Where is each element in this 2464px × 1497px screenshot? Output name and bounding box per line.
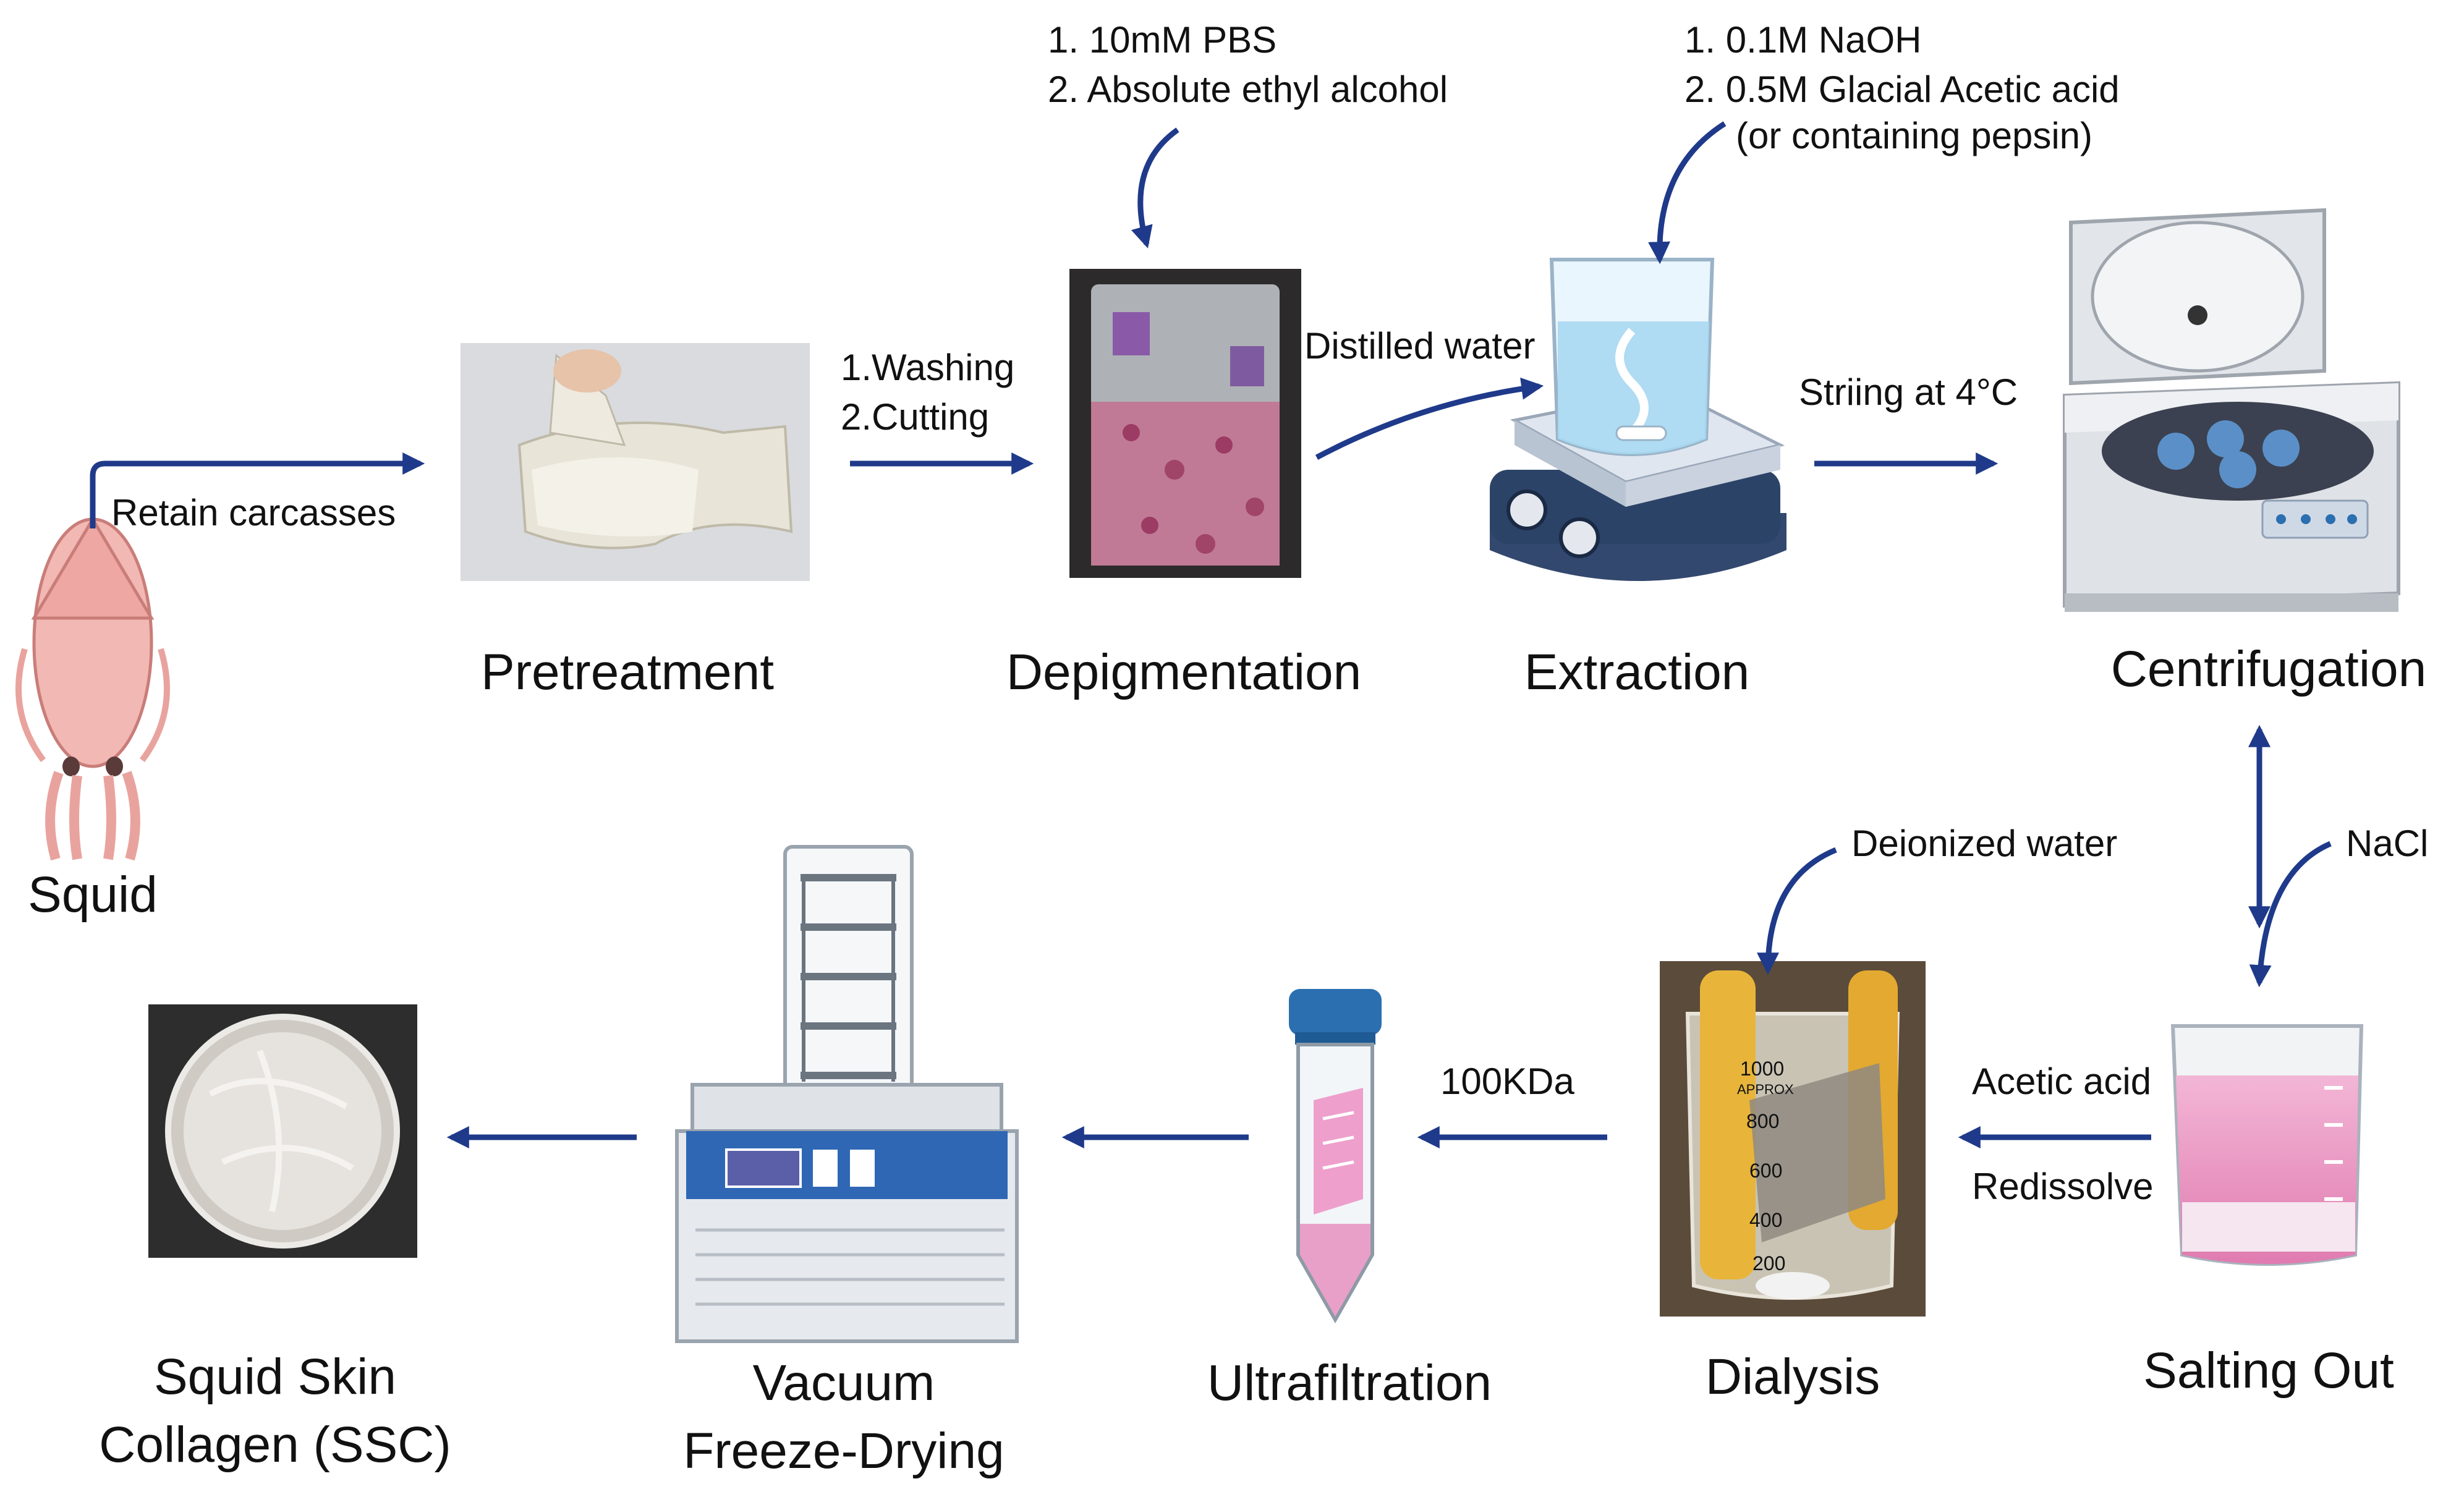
- extract-reagent-3: (or containing pepsin): [1736, 115, 2092, 156]
- cutting-label: 2.Cutting: [841, 396, 989, 438]
- salting-out-label: Salting Out: [2143, 1342, 2394, 1399]
- beaker-mark-200: 200: [1752, 1252, 1785, 1274]
- dialysis-label: Dialysis: [1706, 1349, 1880, 1405]
- squid-skin-photo: [461, 343, 810, 581]
- arrow-extract-reagent: [1648, 121, 1727, 265]
- centrifuge: [2063, 208, 2400, 612]
- kda-label: 100KDa: [1440, 1061, 1574, 1102]
- washing-label: 1.Washing: [841, 347, 1014, 388]
- arrow-nacl: [2249, 841, 2332, 988]
- ultrafiltration-label: Ultrafiltration: [1207, 1355, 1492, 1411]
- freeze-drying-label-2: Freeze-Drying: [683, 1423, 1004, 1479]
- ssc-label-2: Collagen (SSC): [99, 1417, 451, 1473]
- arrow-deionized: [1757, 847, 1837, 975]
- redissolve-label: Redissolve: [1972, 1166, 2153, 1207]
- ssc-label-1: Squid Skin: [154, 1349, 396, 1405]
- arrow-retain: [90, 452, 425, 528]
- stirrer-beaker: [1490, 258, 1786, 581]
- beaker-photo: [1069, 269, 1301, 578]
- petri-dish-photo: [148, 1004, 417, 1258]
- beaker-mark-approx: APPROX: [1737, 1082, 1794, 1097]
- squid-illustration: [15, 516, 170, 861]
- pretreatment-label: Pretreatment: [481, 644, 774, 700]
- acetic-acid-label: Acetic acid: [1972, 1061, 2151, 1102]
- deionized-water-label: Deionized water: [1851, 823, 2117, 864]
- centrifugation-label: Centrifugation: [2111, 641, 2427, 697]
- beaker-mark-600: 600: [1749, 1160, 1782, 1182]
- depig-reagent-1: 1. 10mM PBS: [1048, 19, 1277, 61]
- freeze-drying-label-1: Vacuum: [753, 1355, 935, 1411]
- retain-carcasses-label: Retain carcasses: [111, 492, 396, 533]
- extract-reagent-1: 1. 0.1M NaOH: [1684, 19, 1921, 61]
- arrow-distilled: [1315, 377, 1544, 460]
- freeze-dryer: [675, 845, 1019, 1343]
- centrifuge-tube: [1289, 989, 1382, 1324]
- dialysis-photo: 1000 APPROX 800 600 400 200: [1660, 961, 1926, 1317]
- squid-label: Squid: [28, 867, 158, 923]
- beaker-mark-1000: 1000: [1740, 1058, 1784, 1080]
- depig-reagent-2: 2. Absolute ethyl alcohol: [1048, 69, 1448, 110]
- arrow-depig-reagent: [1131, 127, 1179, 248]
- beaker-mark-400: 400: [1749, 1209, 1782, 1231]
- extraction-label: Extraction: [1524, 644, 1750, 700]
- depigmentation-label: Depigmentation: [1006, 644, 1361, 700]
- beaker-mark-800: 800: [1746, 1110, 1779, 1132]
- stirring-label: Striing at 4°C: [1799, 371, 2018, 413]
- nacl-label: NaCl: [2346, 823, 2428, 864]
- beaker-pink: [2170, 1024, 2364, 1266]
- extract-reagent-2: 2. 0.5M Glacial Acetic acid: [1684, 69, 2120, 110]
- distilled-water-label: Distilled water: [1304, 325, 1535, 367]
